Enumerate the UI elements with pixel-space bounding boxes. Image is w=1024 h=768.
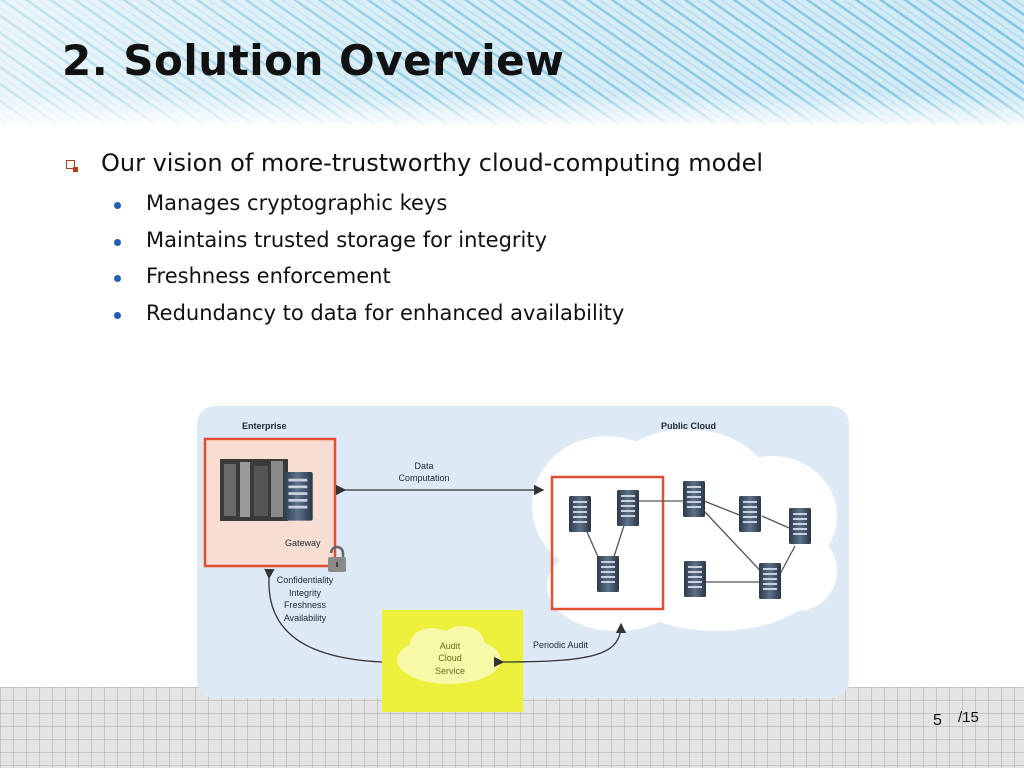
sub-bullet-text: Manages cryptographic keys (146, 191, 448, 215)
cloud-server-icon (569, 496, 591, 532)
round-bullet-icon (114, 275, 121, 282)
audit-cloud-shape (397, 626, 501, 684)
slide-title: 2. Solution Overview (62, 36, 565, 85)
cloud-server-icon (617, 490, 639, 526)
main-bullet-text: Our vision of more-trustworthy cloud-com… (101, 149, 764, 177)
data-label: Data (414, 461, 434, 471)
audit-to-gateway-arrow (264, 568, 383, 663)
cloud-server-icon (789, 508, 811, 544)
cloud-server-icon (759, 563, 781, 599)
property-label: Availability (283, 613, 327, 623)
lock-icon (328, 545, 346, 572)
audit-service-label: Service (434, 666, 465, 676)
computation-label: Computation (398, 473, 450, 483)
enterprise-label: Enterprise (242, 421, 287, 431)
round-bullet-icon (114, 202, 121, 209)
property-label: Integrity (288, 588, 321, 598)
round-bullet-icon (114, 312, 121, 319)
sub-bullet-text: Redundancy to data for enhanced availabi… (146, 301, 625, 325)
page-total: /15 (958, 709, 979, 726)
gateway-server-icon (283, 472, 313, 521)
header-texture (0, 0, 1024, 124)
public-cloud-shape (532, 429, 837, 631)
cloud-server-icon (683, 481, 705, 517)
cloud-gateway-box (550, 475, 665, 611)
header-band (0, 0, 1024, 124)
audit-service-label: Cloud (438, 653, 462, 663)
cloud-server-icon (739, 496, 761, 532)
sub-bullet-text: Freshness enforcement (146, 264, 391, 288)
round-bullet-icon (114, 239, 121, 246)
audit-service-label: Audit (439, 641, 461, 651)
cloud-server-icon (684, 561, 706, 597)
cloud-architecture-diagram (203, 429, 837, 712)
property-label: Freshness (283, 600, 327, 610)
page-number: 5 (933, 712, 942, 729)
cloud-server-icon (597, 556, 619, 592)
public-cloud-label: Public Cloud (661, 421, 716, 431)
periodic-audit-arrow (493, 622, 627, 668)
gateway-label: Gateway (285, 538, 321, 548)
square-bullet-icon (66, 160, 78, 172)
periodic-audit-label: Periodic Audit (533, 640, 589, 650)
sub-bullet-text: Maintains trusted storage for integrity (146, 228, 548, 252)
property-label: Confidentiality (276, 575, 334, 585)
